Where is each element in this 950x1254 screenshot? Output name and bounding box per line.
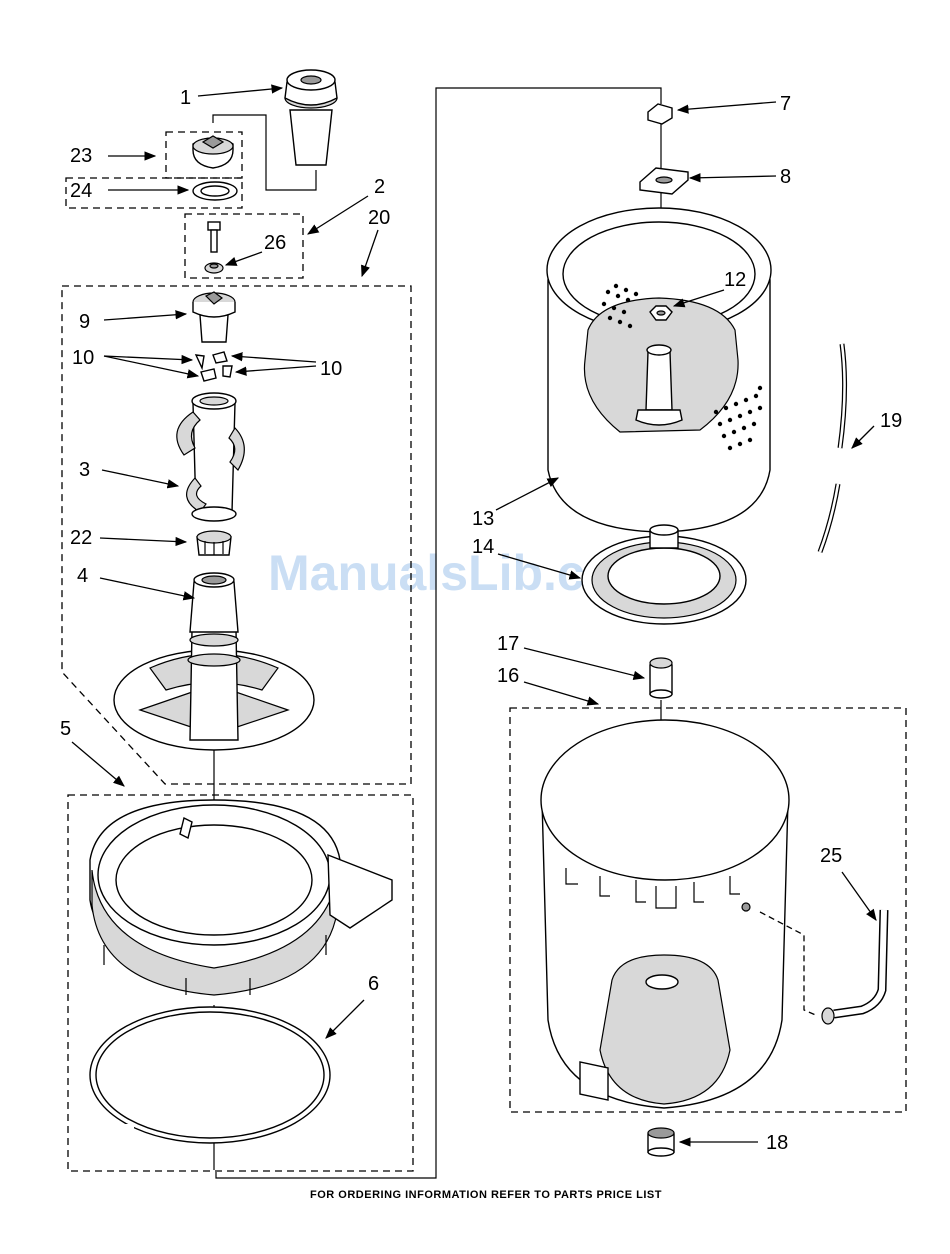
part-7-nut xyxy=(648,104,672,124)
callout-19: 19 xyxy=(880,410,902,432)
callout-1: 1 xyxy=(180,87,191,109)
callout-3: 3 xyxy=(79,459,90,481)
part-13-basket xyxy=(547,208,771,532)
callout-7: 7 xyxy=(780,93,791,115)
callout-18: 18 xyxy=(766,1132,788,1154)
part-9-agitator-cap xyxy=(193,292,235,342)
part-23-cap xyxy=(193,136,233,168)
callout-17: 17 xyxy=(497,633,519,655)
part-14-hub xyxy=(582,525,746,624)
callout-25: 25 xyxy=(820,845,842,867)
part-3-agitator xyxy=(177,393,245,521)
callout-9: 9 xyxy=(79,311,90,333)
callout-24: 24 xyxy=(70,180,92,202)
part-5-tub-ring xyxy=(90,800,392,995)
callout-12: 12 xyxy=(724,269,746,291)
callout-10-right: 10 xyxy=(320,358,342,380)
part-8-plate xyxy=(640,168,688,194)
callout-4: 4 xyxy=(77,565,88,587)
callout-5: 5 xyxy=(60,718,71,740)
callout-2: 2 xyxy=(374,176,385,198)
callout-22: 22 xyxy=(70,527,92,549)
part-22-drive-bell xyxy=(197,531,231,555)
part-10-dogs xyxy=(196,352,232,381)
callout-8: 8 xyxy=(780,166,791,188)
callout-26: 26 xyxy=(264,232,286,254)
footer-note: FOR ORDERING INFORMATION REFER TO PARTS … xyxy=(310,1189,662,1201)
part-17-bearing xyxy=(650,658,672,698)
part-26-bolt xyxy=(205,222,223,273)
part-19-hose xyxy=(820,344,845,552)
callout-20: 20 xyxy=(368,207,390,229)
part-6-snap-ring xyxy=(90,1007,330,1143)
part-24-seal xyxy=(193,182,237,200)
callout-13: 13 xyxy=(472,508,494,530)
part-18-drain-plug xyxy=(648,1128,674,1156)
callout-23: 23 xyxy=(70,145,92,167)
part-16-outer-tub xyxy=(541,720,789,1108)
part-1-dispenser xyxy=(285,70,337,165)
callout-16: 16 xyxy=(497,665,519,687)
callout-6: 6 xyxy=(368,973,379,995)
callout-14: 14 xyxy=(472,536,494,558)
callout-10-left: 10 xyxy=(72,347,94,369)
